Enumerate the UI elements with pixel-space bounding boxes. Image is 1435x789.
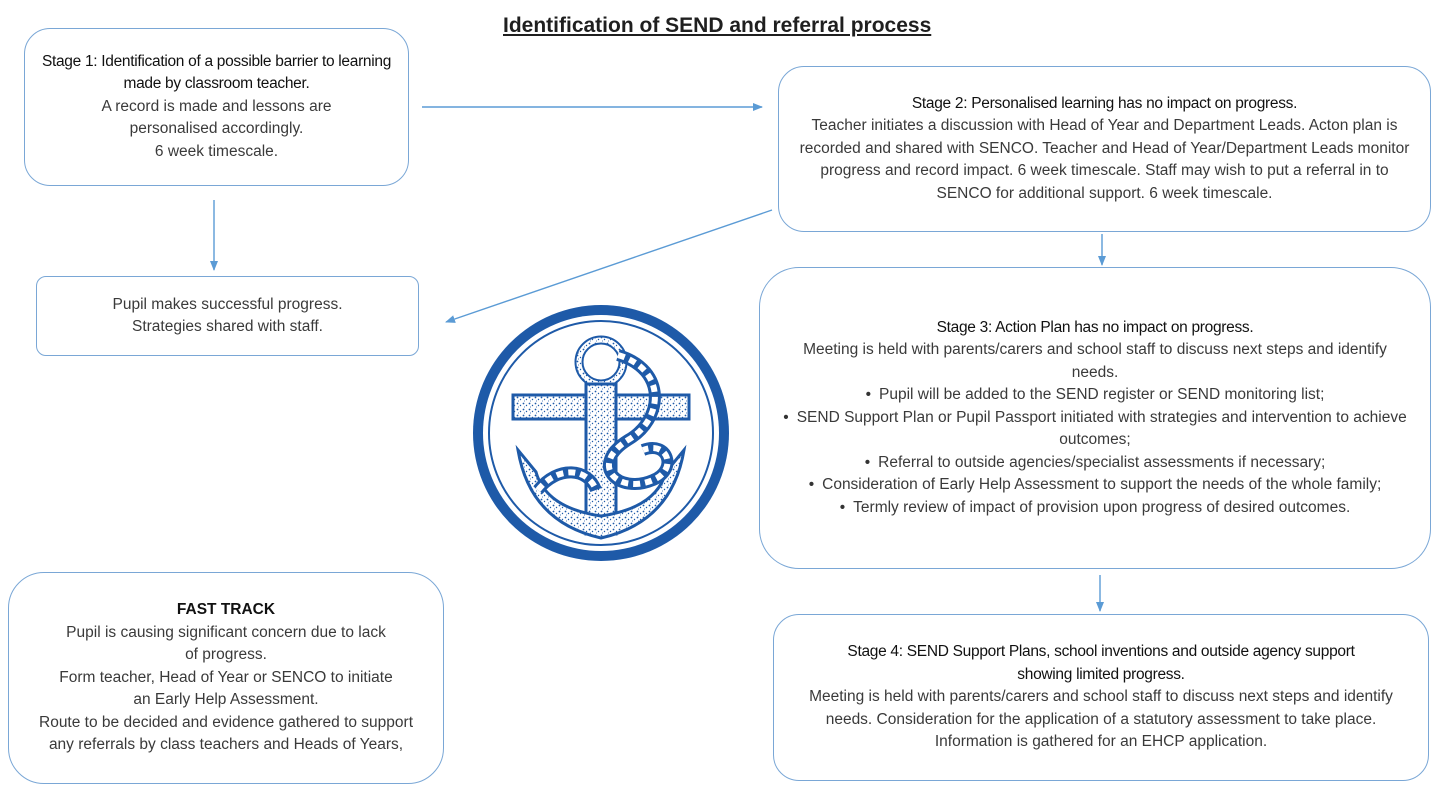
stage-3-bullet-list: • Pupil will be added to the SEND registe… [782, 384, 1408, 519]
page-title: Identification of SEND and referral proc… [503, 14, 932, 37]
success-line: Pupil makes successful progress. [112, 295, 343, 313]
fast-track-heading: FAST TRACK [176, 601, 276, 619]
stage-3-box: Stage 3: Action Plan has no impact on pr… [759, 267, 1431, 569]
bullet-text: Pupil will be added to the SEND register… [879, 386, 1325, 404]
stage-3-bullet: • SEND Support Plan or Pupil Passport ini… [782, 407, 1408, 452]
stage-4-body: Meeting is held with parents/carers and … [809, 688, 1393, 751]
stage-1-heading: Stage 1: Identification of a possible ba… [41, 52, 392, 93]
stage-3-bullet: • Referral to outside agencies/specialist… [782, 452, 1408, 475]
stage-4-box: Stage 4: SEND Support Plans, school inve… [773, 614, 1429, 781]
bullet-text: Termly review of impact of provision upo… [853, 498, 1351, 516]
bullet-icon: • [808, 476, 815, 494]
stage-2-body: Teacher initiates a discussion with Head… [799, 117, 1410, 202]
anchor-icon [473, 305, 729, 561]
stage-3-bullet: • Termly review of impact of provision up… [782, 497, 1408, 520]
stage-1-line: 6 week timescale. [154, 142, 279, 160]
stage-4-heading: Stage 4: SEND Support Plans, school inve… [847, 643, 1355, 683]
stage-3-bullet: • Pupil will be added to the SEND registe… [782, 384, 1408, 407]
successful-progress-box: Pupil makes successful progress. Strateg… [36, 276, 419, 356]
bullet-text: Consideration of Early Help Assessment t… [822, 476, 1382, 494]
fast-track-box: FAST TRACK Pupil is causing significant … [8, 572, 444, 784]
bullet-icon: • [865, 386, 872, 404]
fast-track-line: Form teacher, Head of Year or SENCO to i… [59, 668, 393, 709]
stage-3-heading: Stage 3: Action Plan has no impact on pr… [936, 318, 1254, 336]
bullet-text: SEND Support Plan or Pupil Passport init… [796, 408, 1407, 449]
stage-3-body: Meeting is held with parents/carers and … [803, 341, 1387, 381]
fast-track-line: Route to be decided and evidence gathere… [39, 713, 413, 754]
bullet-icon: • [864, 453, 871, 471]
stage-2-box: Stage 2: Personalised learning has no im… [778, 66, 1431, 232]
bullet-text: Referral to outside agencies/specialist … [878, 453, 1326, 471]
stage-1-line: A record is made and lessons are persona… [101, 97, 332, 138]
stage-1-box: Stage 1: Identification of a possible ba… [24, 28, 409, 186]
stage-2-heading: Stage 2: Personalised learning has no im… [911, 94, 1298, 112]
stage-3-bullet: • Consideration of Early Help Assessment … [782, 474, 1408, 497]
success-line: Strategies shared with staff. [132, 318, 323, 335]
bullet-icon: • [839, 498, 846, 516]
bullet-icon: • [783, 408, 789, 426]
fast-track-line: Pupil is causing significant concern due… [66, 623, 386, 664]
